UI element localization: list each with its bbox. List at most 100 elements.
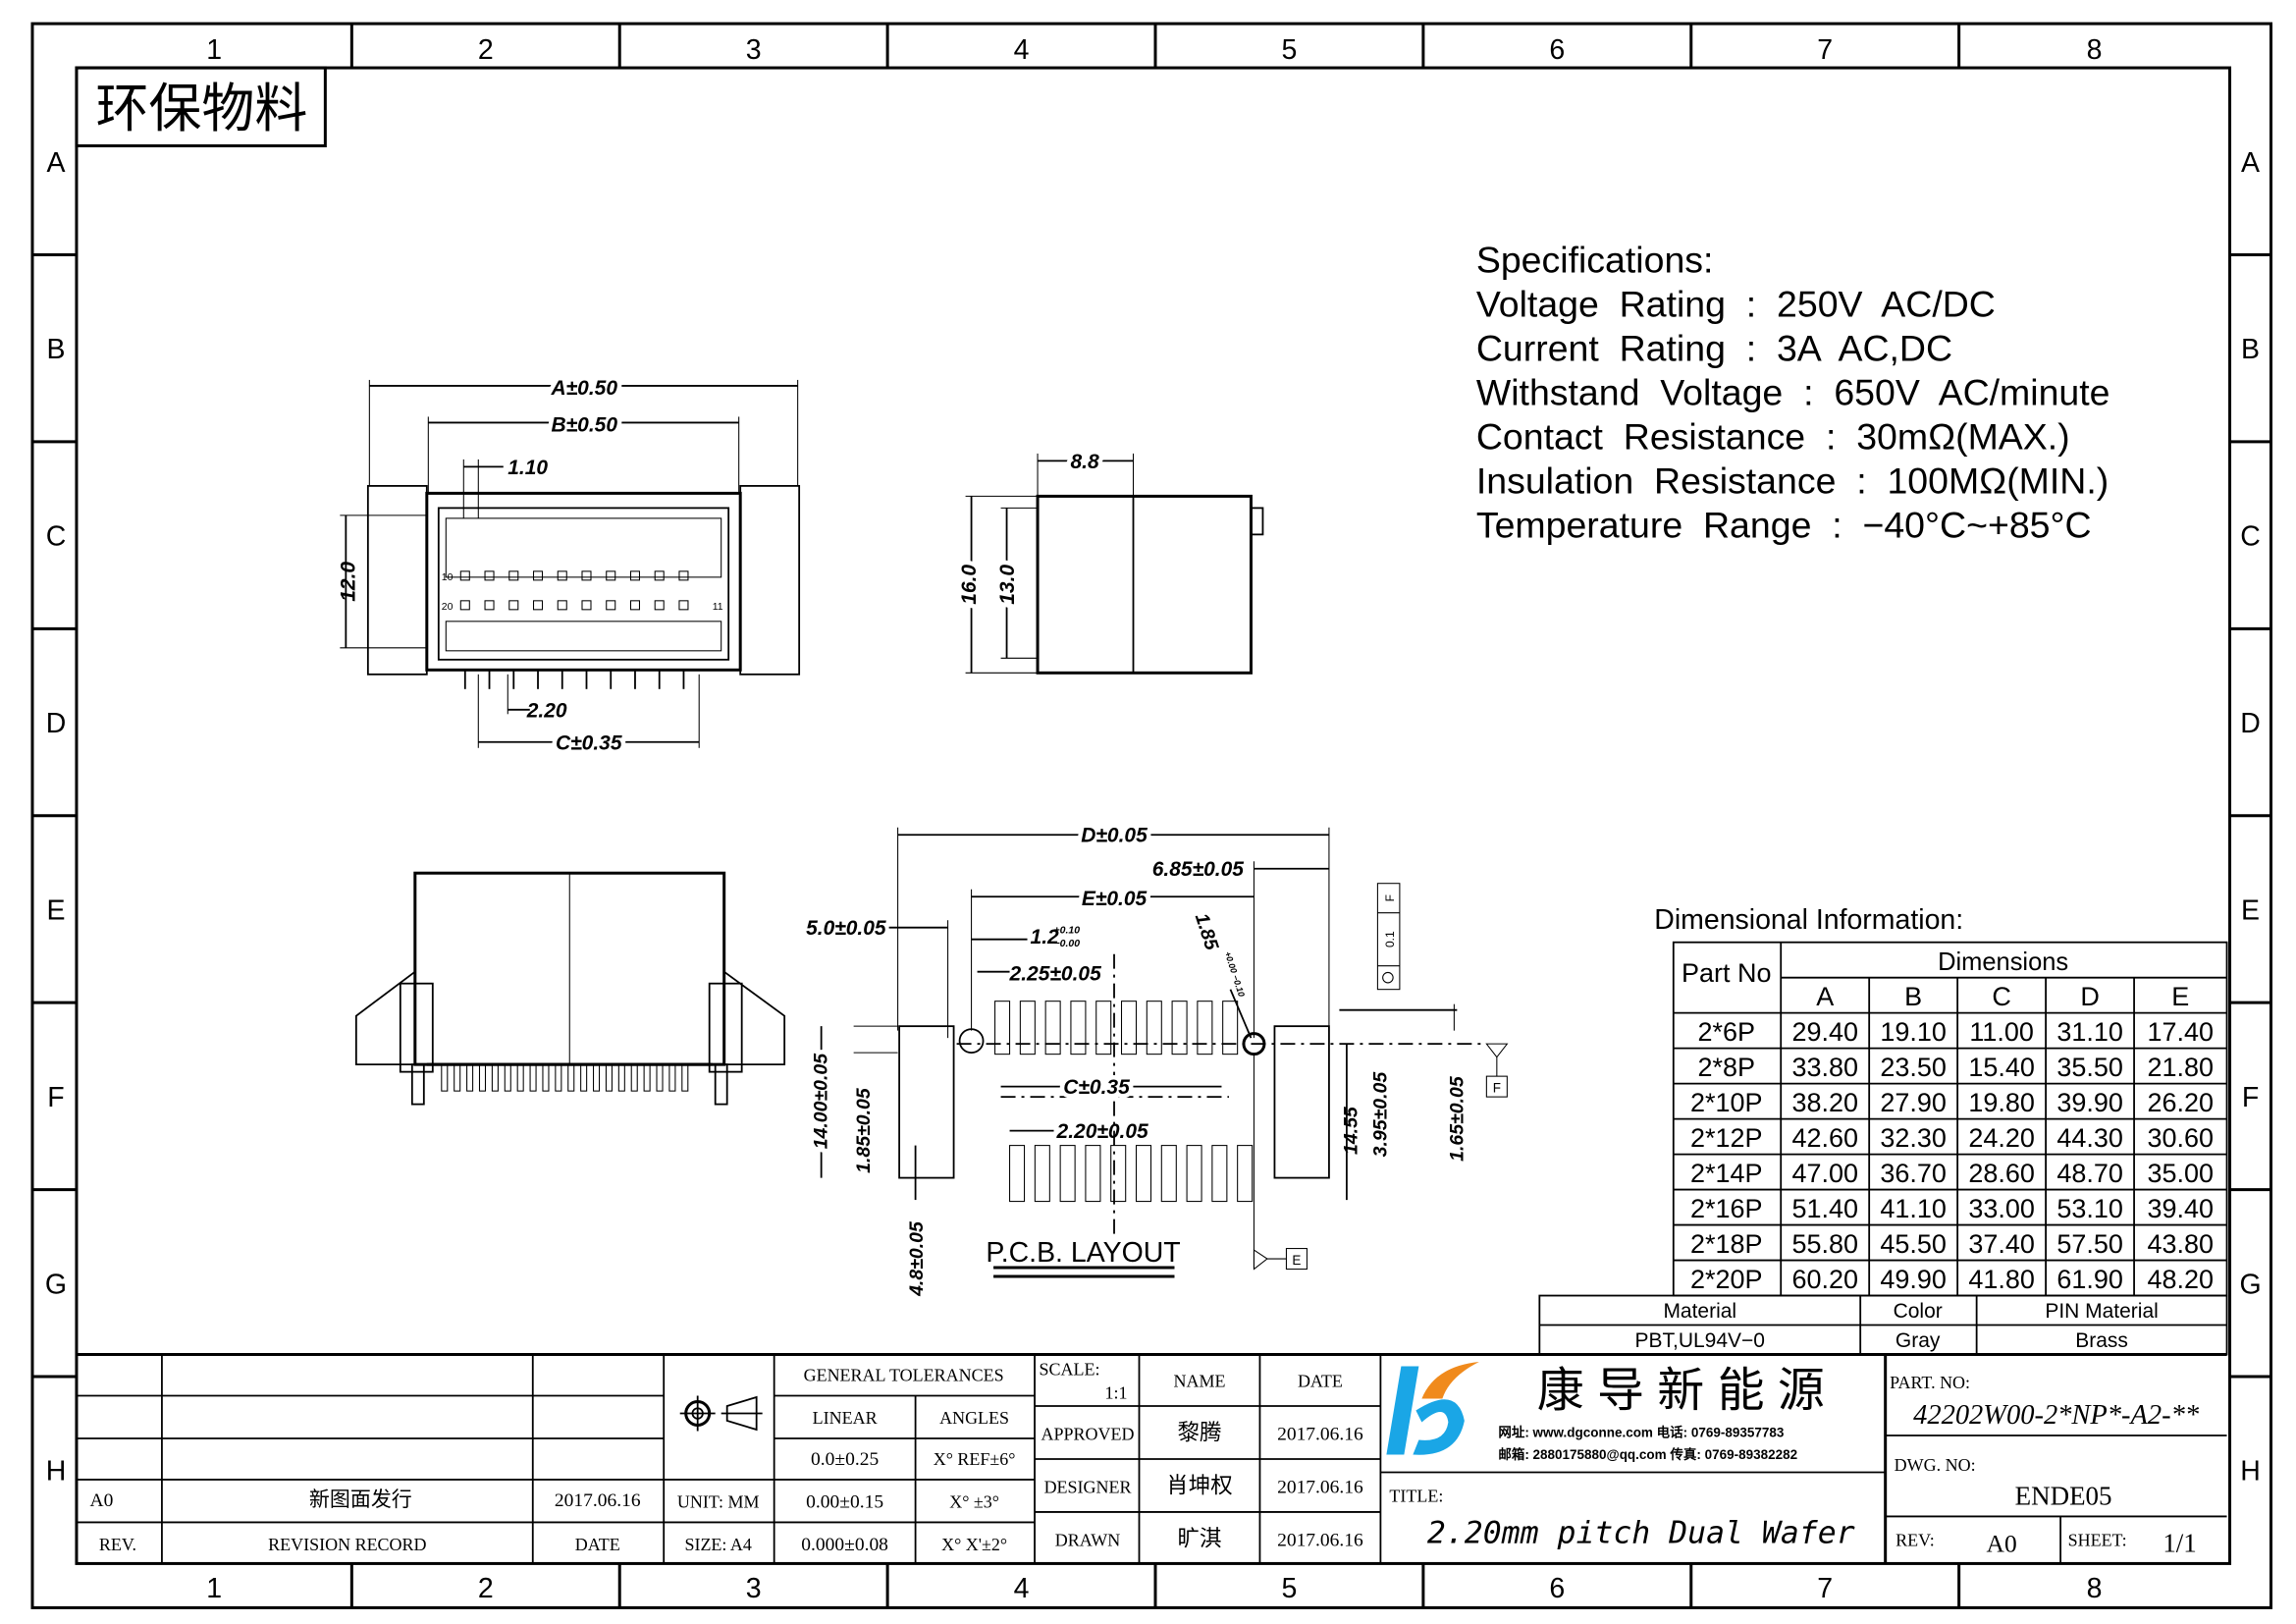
column-header: A [1816,982,1834,1011]
drawing-line [739,484,801,676]
company-logo [1386,1362,1479,1455]
column-marker: 4 [1014,1573,1030,1604]
dimension-label: 1.65±0.05 [1446,1075,1468,1162]
linear-tolerance: 0.0±0.25 [811,1449,879,1470]
sheet-number: 1/1 [2163,1528,2196,1557]
dimension-label: B±0.50 [551,413,617,436]
dimension-label: C±0.35 [1063,1076,1130,1099]
signoff-role: DESIGNER [1044,1477,1132,1496]
pcb-pad [1120,1001,1138,1056]
dimension-cell: 39.90 [2056,1088,2123,1117]
drawing-line [410,1062,728,1106]
size-label: SIZE: A4 [684,1535,751,1554]
pin [542,1063,550,1092]
dimension-cell: 36.70 [1880,1159,1947,1188]
pcb-layout-drawing: D±0.05 6.85±0.05 E±0.05 5.0±0.05 1.2 +0.… [806,820,1509,1297]
signoff-date: 2017.06.16 [1277,1530,1363,1550]
signoff-name: 黎腾 [1177,1420,1221,1444]
dimension-cell: 51.40 [1791,1194,1858,1223]
header-revision-record: REVISION RECORD [268,1535,426,1554]
dimension-cell: 41.80 [1968,1265,2035,1294]
spec-line: Withstand Voltage : 650V AC/minute [1476,371,2110,412]
linear-header: LINEAR [813,1408,878,1428]
dimension-cell: 24.20 [1968,1123,2035,1153]
angle-tolerance: X° ±3° [949,1491,999,1511]
eco-material-label: 环保物料 [75,66,327,148]
material-value: Brass [2075,1329,2128,1352]
dimension-label: 2.20 [526,699,567,722]
dimension-cell: 19.10 [1880,1017,1947,1047]
pcb-pad [1237,1145,1254,1203]
pin [593,1063,601,1092]
dimension-cell: 43.80 [2148,1229,2215,1259]
part-no-cell: 2*6P [1698,1017,1755,1047]
pcb-pad [1211,1145,1228,1203]
drawing-line [898,1025,955,1179]
dimension-label: C±0.35 [556,731,622,754]
drawing-line [75,66,327,148]
logo-mark-icon [1386,1366,1465,1455]
front-view-drawing [354,871,786,1106]
rev-label: REV: [1896,1530,1935,1549]
pin [681,1063,689,1092]
specifications-title: Specifications: [1476,239,1714,280]
pin [516,1063,524,1092]
pin [580,1063,588,1092]
side-view-drawing: 8.8 16.0 13.0 [954,446,1264,675]
linear-tolerance: 0.000±0.08 [801,1535,888,1555]
dimension-cell: 31.10 [2056,1017,2123,1047]
part-no-cell: 2*12P [1690,1123,1762,1153]
dimension-cell: 30.60 [2148,1123,2215,1153]
pcb-pad [1059,1145,1076,1203]
part-no-label: PART. NO: [1890,1373,1970,1392]
drawing-line [1285,1248,1308,1271]
dimension-label: 5.0±0.05 [806,917,886,940]
drawing-line [1253,1249,1268,1271]
dimension-cell: 19.80 [1968,1088,2035,1117]
company-contact: 网址: www.dgconne.com 电话: 0769-89357783 [1498,1424,1785,1439]
scale-value: 1:1 [1105,1382,1128,1402]
pcb-pad [1222,1001,1239,1056]
spec-line: Insulation Resistance : 100MΩ(MIN.) [1476,460,2109,501]
drawing-line [958,1028,985,1055]
dimension-cell: 32.30 [1880,1123,1947,1153]
dimension-cell: 37.40 [1968,1229,2035,1259]
column-marker: 1 [206,1573,222,1604]
dimension-label: 3.95±0.05 [1369,1071,1391,1158]
pcb-pad [1135,1145,1152,1203]
row-marker: C [46,521,67,553]
dimension-label: 2.20±0.05 [1056,1120,1149,1143]
dimension-cell: 41.10 [1880,1194,1947,1223]
dimension-label: 14.00±0.05 [811,1053,832,1150]
pin [630,1063,638,1092]
pin [504,1063,511,1092]
drawing-line [708,982,743,1073]
dimension-cell: 57.50 [2056,1229,2123,1259]
drawing-line [722,969,786,1066]
dimensional-info-title: Dimensional Information: [1654,904,1963,936]
revision-number: A0 [90,1490,114,1511]
spec-line: Contact Resistance : 30mΩ(MAX.) [1476,415,2070,457]
part-no-cell: 2*16P [1690,1194,1762,1223]
spec-line: Temperature Range : −40°C~+85°C [1476,504,2092,545]
header-rev: REV. [99,1535,136,1554]
pcb-pad [1110,1145,1127,1203]
material-header: Material [1663,1300,1736,1323]
dimension-cell: 45.50 [1880,1229,1947,1259]
pin [654,570,665,581]
pin [654,600,665,611]
dimension-cell: 23.50 [1880,1053,1947,1082]
pcb-layout-title: P.C.B. LAYOUT [986,1237,1180,1269]
column-marker: 5 [1282,34,1298,66]
row-marker: D [46,708,67,739]
dimension-cell: 27.90 [1880,1088,1947,1117]
row-marker: H [2240,1456,2261,1488]
dimension-cell: 55.80 [1791,1229,1858,1259]
angle-tolerance: X° X'±2° [941,1535,1007,1554]
dimension-cell: 44.30 [2056,1123,2123,1153]
pcb-pad [1070,1001,1087,1056]
